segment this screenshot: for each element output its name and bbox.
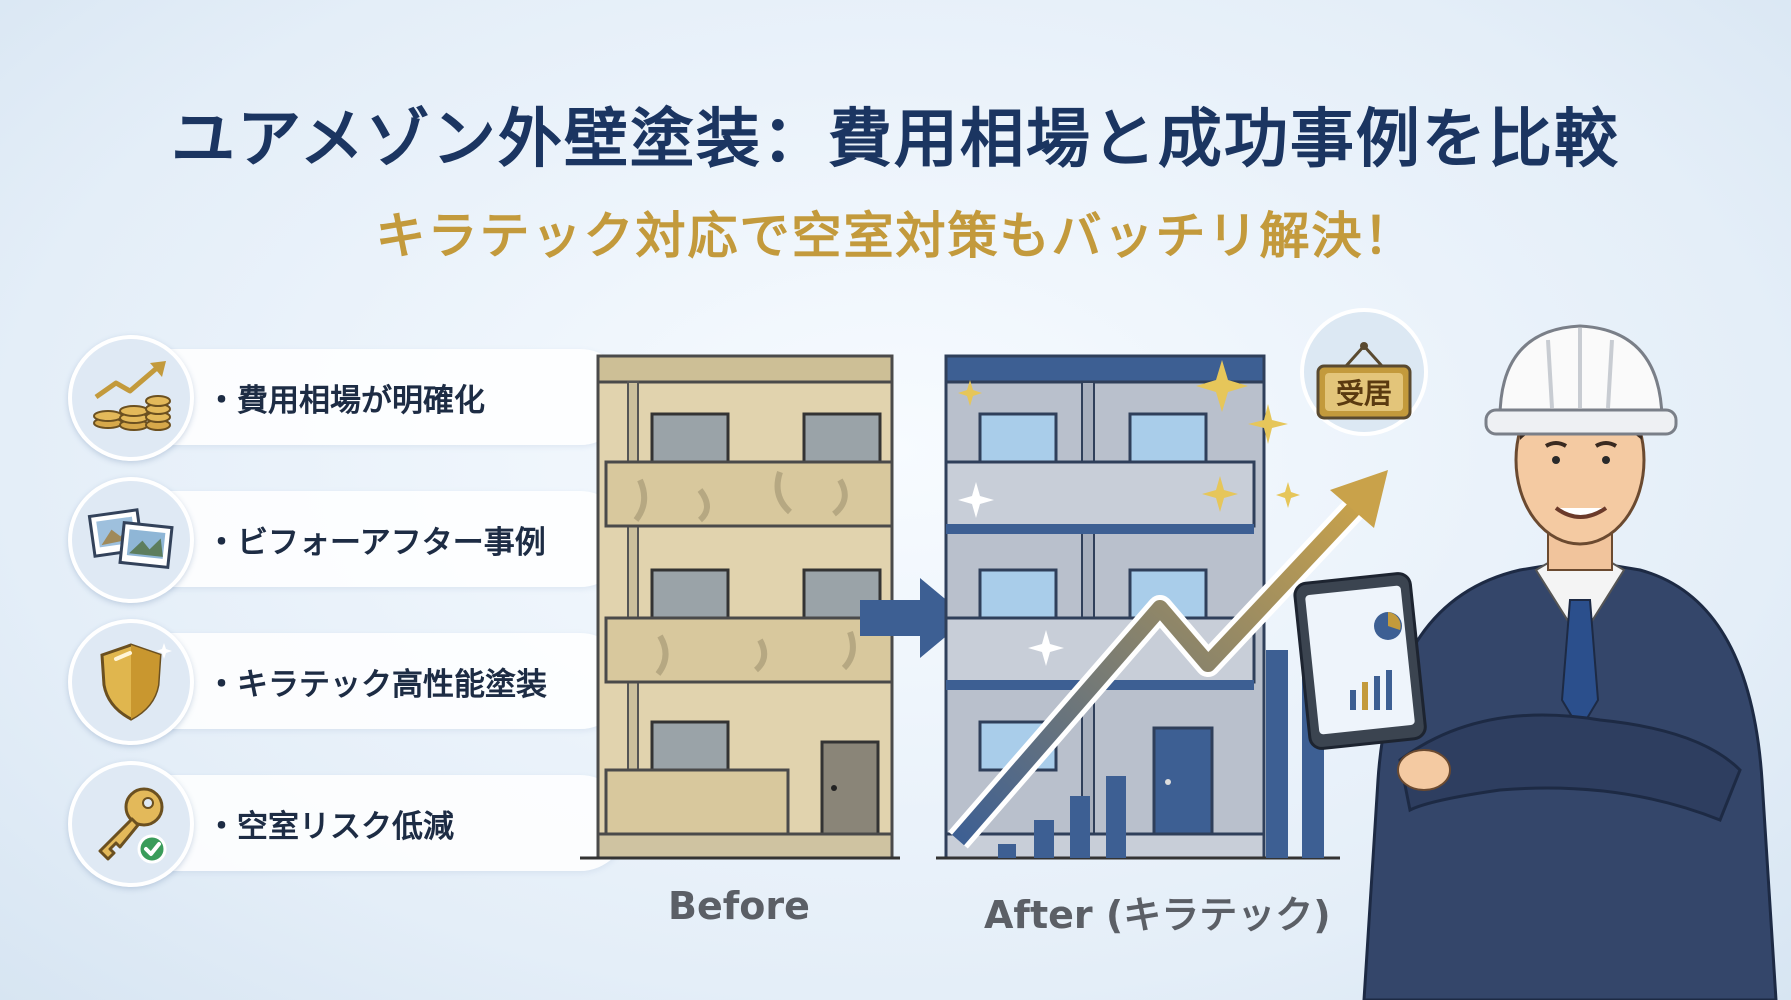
- feature-item-cases: ・ビフォーアフター事例: [68, 477, 628, 603]
- feature-item-cost: ・費用相場が明確化: [68, 335, 628, 461]
- shield-icon: [100, 643, 172, 721]
- hanging-sign: [1300, 308, 1428, 436]
- key-check-icon: [98, 787, 167, 864]
- coins-growth-icon: [93, 361, 171, 431]
- sign-text: 受居: [1335, 377, 1392, 410]
- after-label: After (キラテック): [984, 893, 1331, 937]
- page-subtitle: キラテック対応で空室対策もバッチリ解決！: [375, 207, 1416, 265]
- feature-label: ・費用相場が明確化: [206, 383, 485, 419]
- transition-arrow: [860, 578, 968, 658]
- feature-item-coating: ・キラテック高性能塗装: [68, 619, 628, 745]
- feature-label: ・キラテック高性能塗装: [206, 667, 547, 703]
- page-title: ユアメゾン外壁塗装：費用相場と成功事例を比較: [171, 103, 1620, 177]
- sparkle-icons: [958, 360, 1300, 512]
- before-building: [580, 354, 900, 860]
- feature-label: ・空室リスク低減: [206, 809, 454, 845]
- feature-label: ・ビフォーアフター事例: [206, 525, 546, 561]
- before-label: Before: [668, 884, 810, 928]
- worker-figure: [1293, 324, 1778, 1000]
- feature-item-vacancy: ・空室リスク低減: [68, 761, 628, 887]
- photos-icon: [87, 508, 174, 570]
